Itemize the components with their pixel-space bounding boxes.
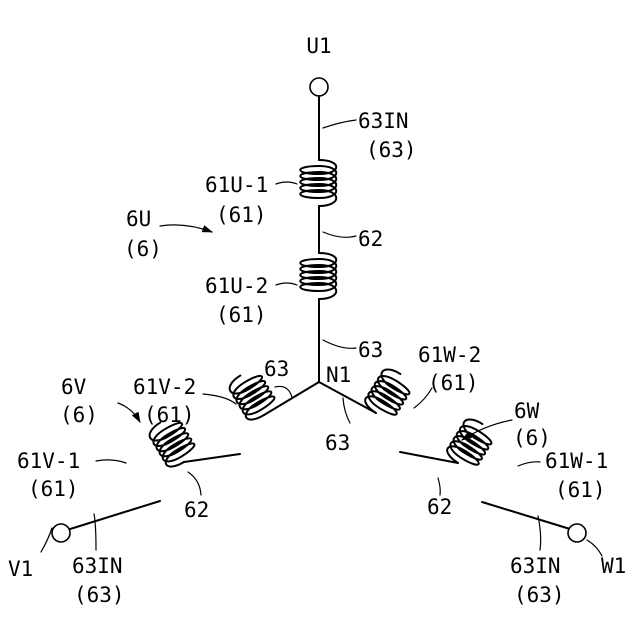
label-w-bridge: 62 [427, 495, 452, 519]
leader-u-lead [323, 120, 356, 128]
bridge-wire-v [184, 454, 240, 462]
label-u-neutral-wire: 63 [358, 338, 383, 362]
label-v-coil1-ref: (61) [28, 477, 79, 501]
leader-u-neutral [323, 340, 356, 348]
label-u1: U1 [306, 34, 331, 58]
label-6v: 6V [61, 375, 87, 399]
leader-w1 [587, 540, 602, 556]
label-u-lead: 63IN [358, 109, 409, 133]
coil-61u-2 [300, 253, 336, 299]
label-6w-ref: (6) [513, 426, 551, 450]
leader-v-coil1 [96, 460, 126, 463]
terminal-w1 [568, 524, 586, 542]
label-v1: V1 [8, 557, 33, 581]
label-u-coil1: 61U-1 [205, 173, 268, 197]
label-n1: N1 [326, 363, 351, 387]
label-w-coil1-ref: (61) [555, 478, 606, 502]
leader-v1 [41, 528, 52, 552]
leader-v-lead [94, 514, 96, 550]
label-w-coil2: 61W-2 [418, 343, 481, 367]
coil-61w-1 [444, 415, 498, 472]
label-u-coil1-ref: (61) [216, 203, 267, 227]
label-v-bridge: 62 [184, 498, 209, 522]
lead-wire-v [67, 501, 160, 530]
label-6u-ref: (6) [124, 237, 162, 261]
label-w-coil1: 61W-1 [545, 449, 608, 473]
leader-u-bridge [323, 232, 356, 237]
arrow-6v [118, 403, 140, 422]
leader-w-lead [538, 516, 541, 550]
neutral-wire-v [264, 382, 319, 415]
leader-w-coil1 [518, 462, 540, 466]
leader-v-coil2 [203, 394, 236, 404]
leader-w-neutral [343, 398, 350, 423]
label-u-bridge: 62 [358, 227, 383, 251]
label-v-lead: 63IN [72, 554, 123, 578]
label-6u: 6U [126, 207, 151, 231]
label-u-coil2-ref: (61) [216, 303, 267, 327]
coil-61u-1 [300, 160, 336, 206]
leader-w-bridge [438, 478, 440, 495]
terminal-u1 [310, 78, 328, 96]
label-v-neutral-wire: 63 [264, 357, 289, 381]
leader-u-coil1 [276, 182, 297, 184]
label-w1: W1 [601, 554, 626, 578]
label-w-lead-ref: (63) [514, 583, 565, 607]
label-v-coil2-ref: (61) [144, 403, 195, 427]
bridge-wire-w [400, 452, 458, 463]
leader-v-bridge [188, 472, 201, 495]
label-w-coil2-ref: (61) [428, 371, 479, 395]
label-u-lead-ref: (63) [366, 138, 417, 162]
coil-61w-2 [362, 365, 416, 422]
lead-wire-w [482, 502, 570, 529]
label-w-neutral-wire: 63 [325, 431, 350, 455]
leader-v-neutral [275, 386, 292, 397]
arrow-6u [160, 225, 212, 232]
label-v-lead-ref: (63) [74, 583, 125, 607]
terminal-v1 [52, 524, 70, 542]
label-u-coil2: 61U-2 [205, 274, 268, 298]
label-6v-ref: (6) [60, 403, 98, 427]
label-v-coil1: 61V-1 [17, 449, 80, 473]
leader-u-coil2 [276, 283, 297, 285]
label-6w: 6W [514, 399, 540, 423]
label-v-coil2: 61V-2 [133, 375, 196, 399]
label-w-lead: 63IN [510, 554, 561, 578]
